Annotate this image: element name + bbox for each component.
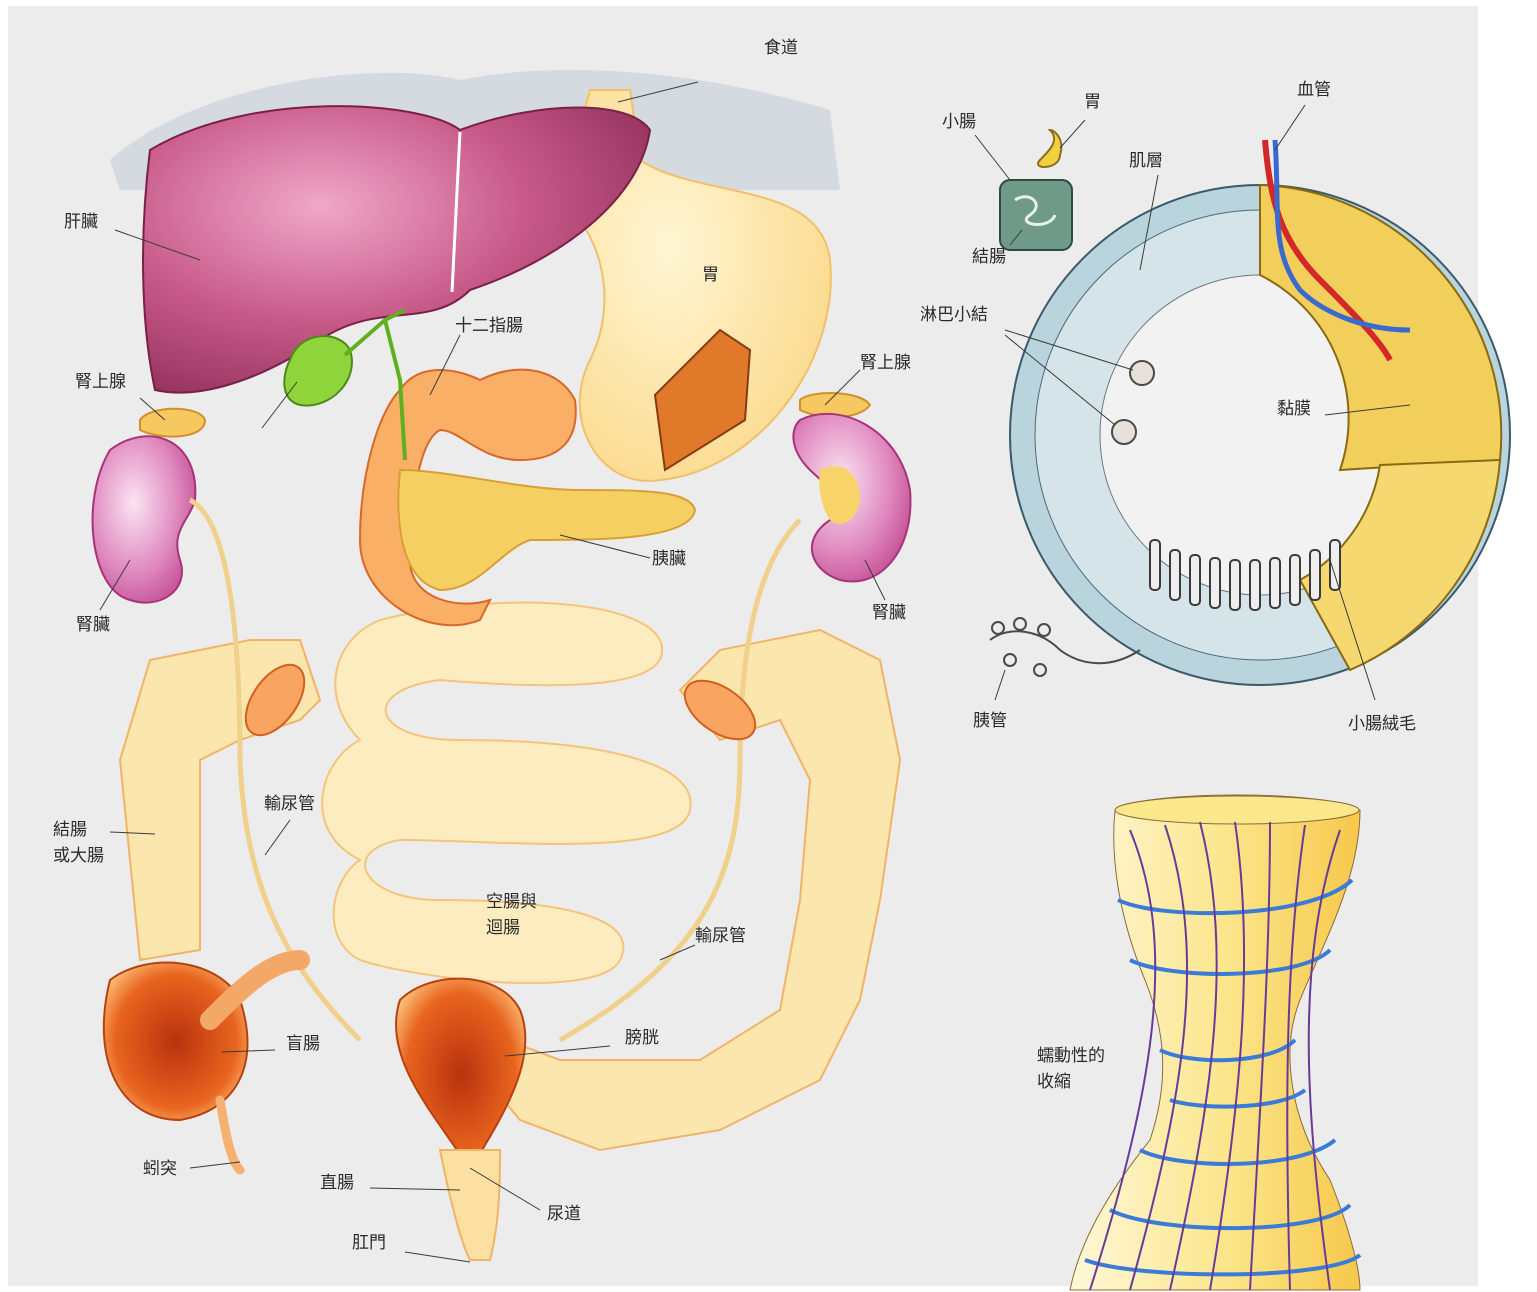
label-section-large-intestine: 結腸 xyxy=(972,247,1006,267)
label-esophagus: 食道 xyxy=(764,38,798,58)
label-liver: 肝臟 xyxy=(64,212,98,232)
label-jejunum-line1: 空腸與 xyxy=(486,892,537,912)
label-ureter-left: 輸尿管 xyxy=(264,794,315,814)
label-section-stomach: 胃 xyxy=(1084,92,1101,112)
label-duodenum: 十二指腸 xyxy=(455,316,523,336)
label-kidney-left: 腎臟 xyxy=(76,615,110,635)
label-adrenal-right: 腎上腺 xyxy=(860,353,911,373)
label-bladder: 膀胱 xyxy=(625,1028,659,1048)
label-pancreatic-duct: 胰管 xyxy=(973,711,1007,731)
label-muscle-layer: 肌層 xyxy=(1129,151,1163,171)
label-cecum: 盲腸 xyxy=(286,1034,320,1054)
label-lymph-nodule: 淋巴小結 xyxy=(920,305,988,325)
label-blood-vessel: 血管 xyxy=(1297,80,1331,100)
cecum-shape xyxy=(104,963,248,1120)
label-appendix: 蚓突 xyxy=(143,1159,177,1179)
lymph-nodule-2 xyxy=(1112,420,1136,444)
label-adrenal-left: 腎上腺 xyxy=(75,372,126,392)
label-urethra: 尿道 xyxy=(547,1204,581,1224)
kidney-left-shape xyxy=(93,436,196,602)
peristalsis-tube-top xyxy=(1115,796,1359,824)
lymph-nodule-1 xyxy=(1130,361,1154,385)
label-anus: 肛門 xyxy=(352,1233,386,1253)
label-mucosa: 黏膜 xyxy=(1277,399,1311,419)
label-peristalsis-line2: 收縮 xyxy=(1037,1072,1071,1092)
label-section-small-intestine: 小腸 xyxy=(942,112,976,132)
label-peristalsis-line1: 蠕動性的 xyxy=(1037,1046,1105,1066)
abdominal-organs-illustration xyxy=(93,70,911,1260)
adrenal-left-shape xyxy=(140,409,205,437)
label-kidney-right: 腎臟 xyxy=(872,603,906,623)
label-pancreas: 胰臟 xyxy=(652,549,686,569)
label-colon-line1: 結腸 xyxy=(53,820,87,840)
label-stomach: 胃 xyxy=(702,265,719,285)
label-rectum: 直腸 xyxy=(320,1173,354,1193)
label-colon-line2: 或大腸 xyxy=(53,846,104,866)
label-jejunum-line2: 迴腸 xyxy=(486,918,520,938)
label-ureter-right: 輸尿管 xyxy=(695,926,746,946)
label-villi: 小腸絨毛 xyxy=(1348,714,1416,734)
